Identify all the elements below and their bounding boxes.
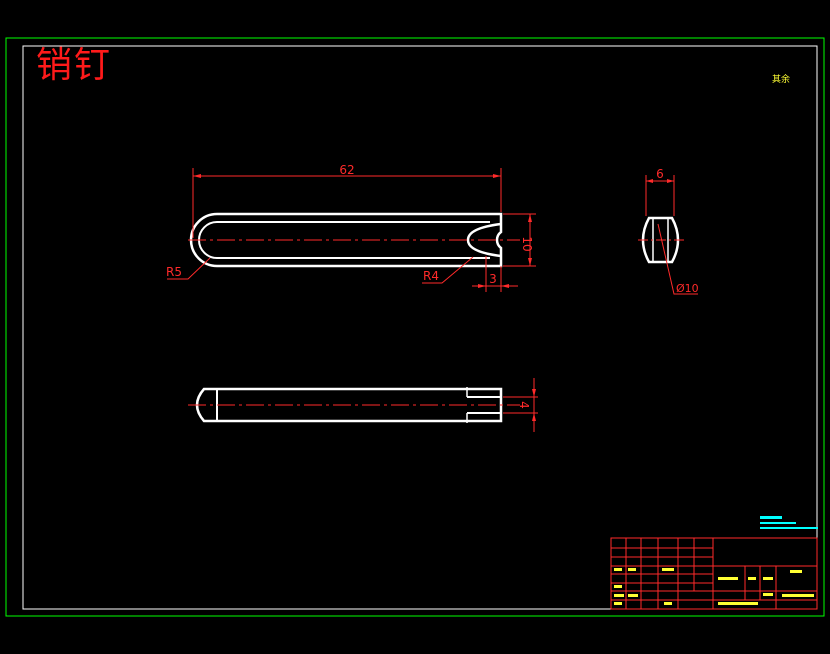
dim-width: 10 [520, 236, 534, 251]
dim-diameter: Ø10 [676, 282, 699, 295]
side-view: 6 Ø10 [638, 167, 699, 295]
title-block [610, 537, 818, 610]
inner-frame [22, 45, 818, 610]
top-view: 4 [188, 378, 538, 432]
dim-length: 62 [339, 163, 354, 177]
dim-side-width: 6 [656, 167, 664, 181]
dim-slot-radius: R4 [423, 269, 439, 283]
dim-end-radius: R5 [166, 265, 182, 279]
front-view: 62 10 3 R5 R4 [166, 163, 536, 292]
roughness-note: 其余 [772, 75, 791, 85]
dim-slot-width: 4 [517, 401, 531, 409]
drawing-title: 销钉 [36, 45, 113, 86]
technical-notes [760, 516, 818, 529]
dim-slot-depth: 3 [489, 272, 497, 286]
outer-frame [5, 37, 825, 617]
